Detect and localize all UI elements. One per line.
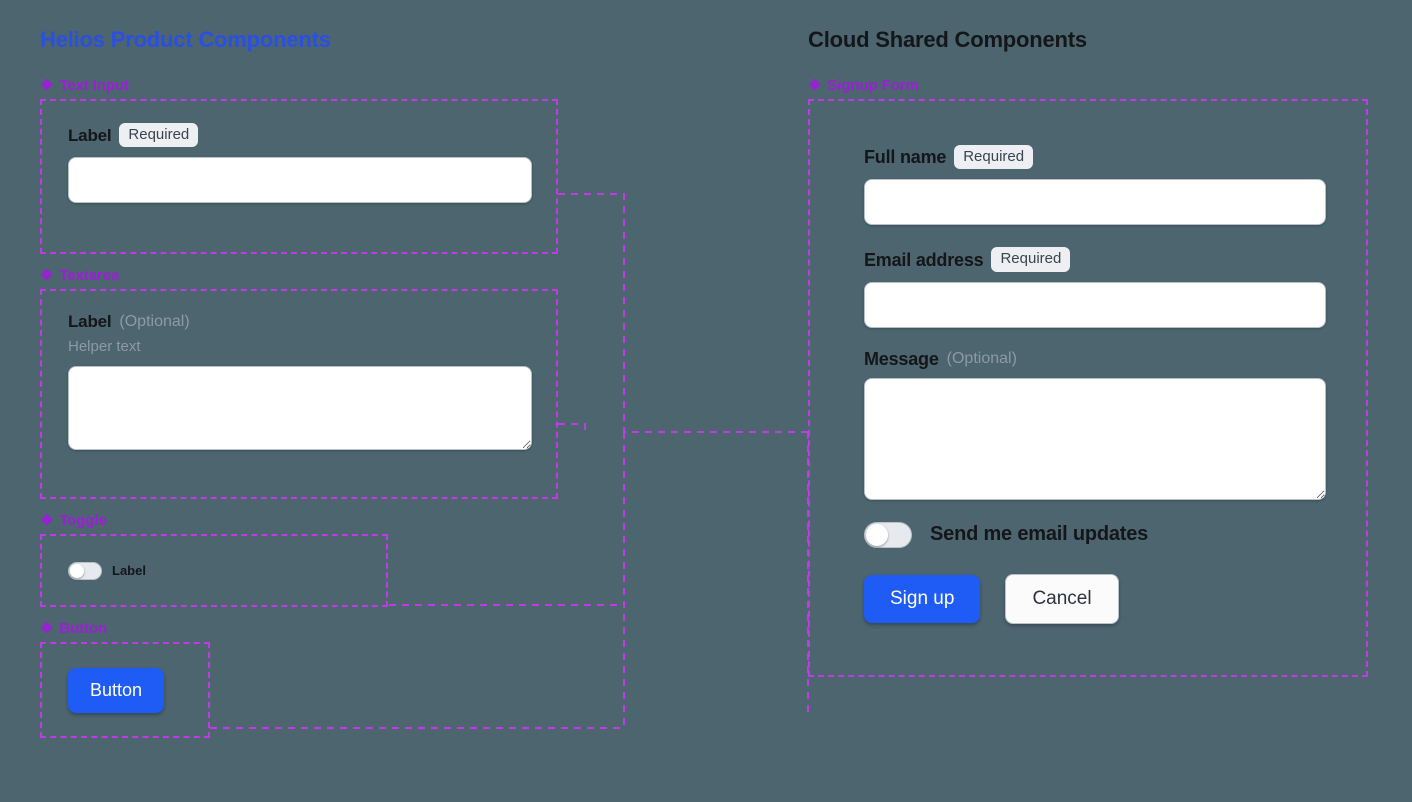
right-column-title: Cloud Shared Components xyxy=(808,27,1087,52)
right-column: Cloud Shared Components ❖ Signup Form Fu… xyxy=(808,27,1388,691)
toggle-knob xyxy=(70,563,84,578)
diamond-cluster-icon: ❖ xyxy=(40,77,54,95)
helper-text: Helper text xyxy=(68,338,141,356)
group-name-signup-form: Signup Form xyxy=(827,77,919,95)
field-label: Email address xyxy=(864,249,984,270)
field-message: Message (Optional) xyxy=(864,350,1326,500)
frame-textarea: Label (Optional) Helper text xyxy=(40,289,558,500)
field-label: Full name xyxy=(864,147,947,168)
frame-signup-form: Full name Required Email address Require… xyxy=(808,99,1368,678)
email-address-input[interactable] xyxy=(864,281,1326,328)
email-updates-label: Send me email updates xyxy=(930,523,1149,546)
toggle-row: Label xyxy=(68,561,146,580)
diamond-cluster-icon: ❖ xyxy=(40,620,54,638)
field-email-address: Email address Required xyxy=(864,247,1326,328)
email-updates-toggle-row: Send me email updates xyxy=(864,521,1326,548)
group-button: ❖ Button Button xyxy=(40,621,640,739)
toggle-label: Label xyxy=(112,563,146,579)
diamond-cluster-icon: ❖ xyxy=(808,77,822,95)
toggle-knob xyxy=(866,523,888,546)
group-signup-form: ❖ Signup Form Full name Required Email a… xyxy=(808,78,1388,678)
optional-tag: (Optional) xyxy=(946,349,1017,367)
group-name-toggle: Toggle xyxy=(59,512,107,530)
field-textarea: Label (Optional) Helper text xyxy=(68,313,532,451)
group-label-textarea: ❖ Textarea xyxy=(40,268,640,283)
frame-text-input: Label Required xyxy=(40,99,558,255)
frame-toggle: Label xyxy=(40,534,388,608)
message-textarea[interactable] xyxy=(864,377,1326,500)
label-row: Full name Required xyxy=(864,145,1326,170)
label-row: Message (Optional) xyxy=(864,350,1326,368)
group-label-toggle: ❖ Toggle xyxy=(40,513,640,528)
field-full-name: Full name Required xyxy=(864,145,1326,226)
diamond-cluster-icon: ❖ xyxy=(40,512,54,530)
toggle-switch[interactable] xyxy=(68,561,102,580)
sign-up-button[interactable]: Sign up xyxy=(864,574,981,623)
left-column: Helios Product Components ❖ Text Input L… xyxy=(40,27,640,752)
field-label: Label xyxy=(68,125,112,145)
group-toggle: ❖ Toggle Label xyxy=(40,513,640,608)
field-label: Label xyxy=(68,312,112,332)
group-text-input: ❖ Text Input Label Required xyxy=(40,78,640,255)
diamond-cluster-icon: ❖ xyxy=(40,267,54,285)
full-name-input[interactable] xyxy=(864,179,1326,226)
demo-button[interactable]: Button xyxy=(68,667,165,713)
label-row: Label (Optional) xyxy=(68,313,532,330)
textarea-field[interactable] xyxy=(68,366,532,451)
group-name-button: Button xyxy=(59,620,108,638)
form-actions: Sign up Cancel xyxy=(864,573,1326,624)
group-label-button: ❖ Button xyxy=(40,621,640,636)
status-badge-required: Required xyxy=(954,145,1034,170)
email-updates-toggle[interactable] xyxy=(864,521,912,548)
group-label-text-input: ❖ Text Input xyxy=(40,78,640,93)
group-name-text-input: Text Input xyxy=(59,77,129,95)
label-row: Email address Required xyxy=(864,247,1326,272)
status-badge-required: Required xyxy=(991,247,1071,272)
status-badge-required: Required xyxy=(119,123,199,148)
group-name-textarea: Textarea xyxy=(59,267,120,285)
group-textarea: ❖ Textarea Label (Optional) Helper text xyxy=(40,268,640,500)
text-input-field[interactable] xyxy=(68,157,532,204)
field-text-input: Label Required xyxy=(68,123,532,204)
optional-tag: (Optional) xyxy=(119,312,190,330)
left-column-title: Helios Product Components xyxy=(40,27,331,52)
label-row: Label Required xyxy=(68,123,532,148)
field-label: Message xyxy=(864,348,939,369)
cancel-button[interactable]: Cancel xyxy=(1005,573,1119,624)
frame-button: Button xyxy=(40,642,210,739)
group-label-signup-form: ❖ Signup Form xyxy=(808,78,1388,93)
